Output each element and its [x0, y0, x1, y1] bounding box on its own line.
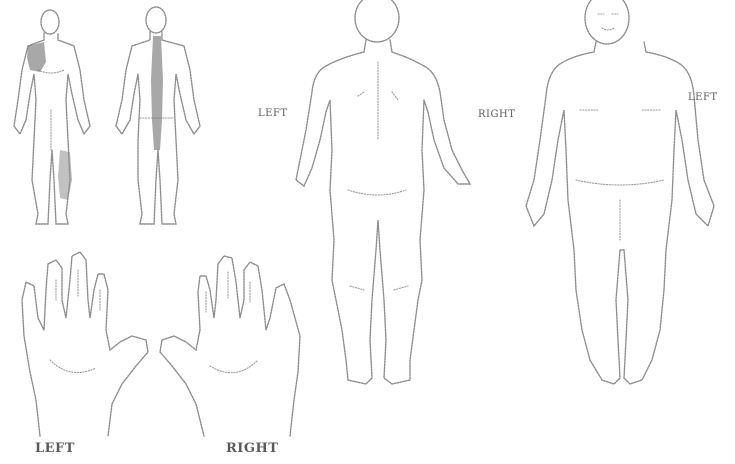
back-view-figure [296, 0, 470, 384]
shaded-area-spine [151, 36, 163, 150]
back-figure-right-label: RIGHT [478, 109, 515, 120]
back-figure-left-label: LEFT [258, 108, 288, 119]
small-front-figure [14, 10, 90, 224]
right-hand-label: RIGHT [226, 441, 278, 456]
left-hand-figure [22, 252, 148, 436]
shaded-area-upper-left-chest [27, 42, 46, 72]
right-hand-figure [160, 256, 300, 436]
front-view-figure [526, 0, 714, 384]
shaded-area-left-lower-leg [58, 150, 72, 200]
small-back-figure [116, 7, 200, 224]
front-figure-left-label: LEFT [688, 92, 718, 103]
left-hand-label: LEFT [35, 441, 75, 456]
